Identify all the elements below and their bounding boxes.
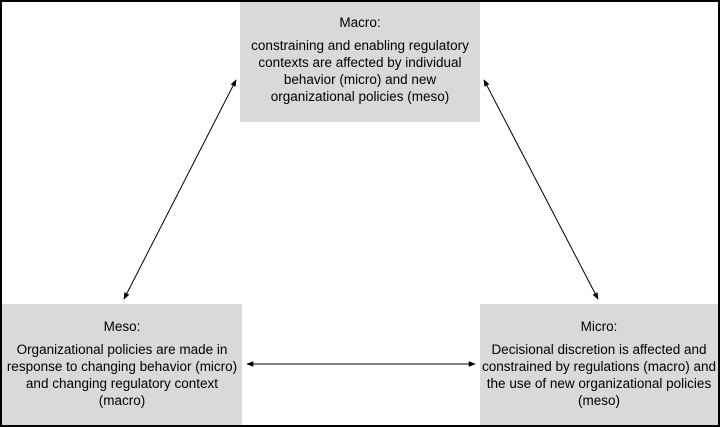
micro-box: Micro: Decisional discretion is affected… [480, 304, 718, 425]
macro-title: Macro: [339, 15, 381, 30]
arrow-macro-meso [123, 79, 237, 300]
meso-text: Organizational policies are made in resp… [6, 342, 238, 408]
micro-text: Decisional discretion is affected and co… [481, 342, 717, 408]
meso-title: Meso: [103, 319, 141, 334]
macro-text: constraining and enabling regulatory con… [251, 38, 469, 104]
micro-title: Micro: [580, 319, 618, 334]
arrow-macro-micro [483, 79, 599, 300]
meso-box: Meso: Organizational policies are made i… [2, 304, 242, 425]
macro-box: Macro: constraining and enabling regulat… [240, 2, 480, 122]
